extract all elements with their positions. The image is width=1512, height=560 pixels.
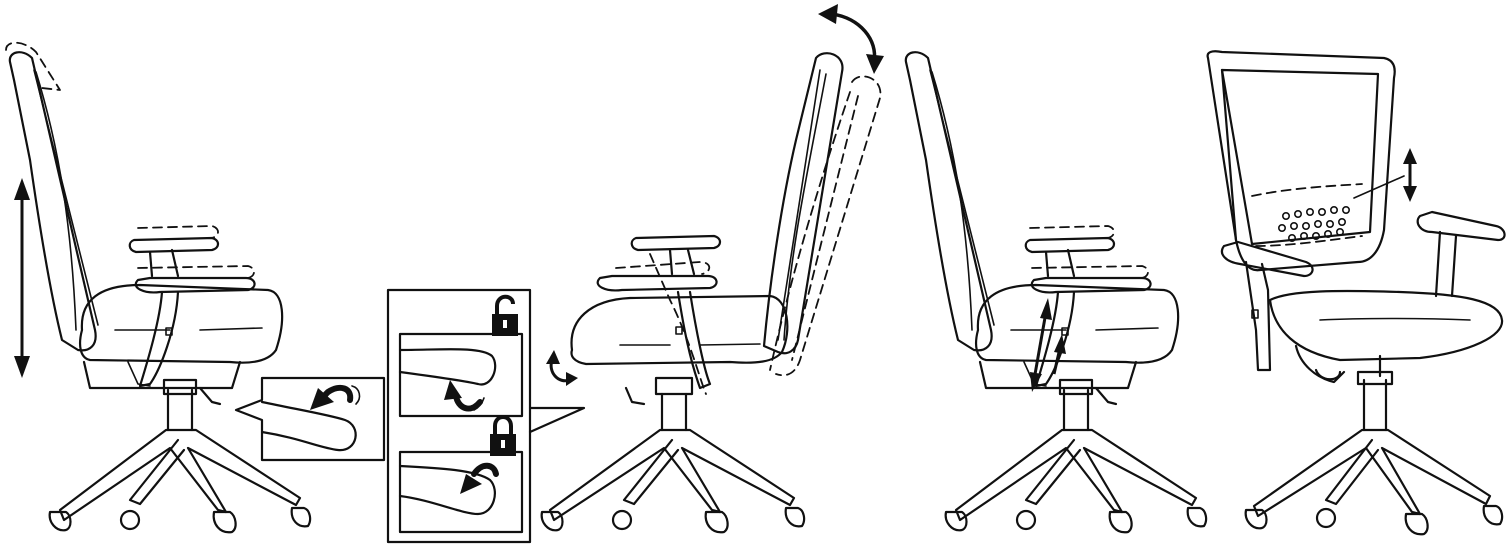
panel-lumbar-support (1206, 50, 1506, 536)
raised-armrest-outline (137, 225, 255, 279)
panel-tilt-lock-callout (386, 288, 586, 544)
vertical-double-arrow-icon (14, 178, 30, 378)
lumbar-pad-dots (1278, 206, 1351, 243)
lock-icon (490, 415, 516, 456)
unlock-icon (492, 294, 518, 336)
panel-backrest-tilt (540, 4, 884, 534)
tilted-armrest-outline (615, 253, 711, 395)
lumbar-vertical-arrow-icon (1403, 148, 1417, 202)
panel-height-adjustment (5, 41, 386, 534)
armrest-up-arrow-icon (1030, 298, 1066, 392)
lever-pull-arrow-icon (310, 384, 361, 410)
tilted-backrest-outline (769, 75, 882, 377)
lever-lock-arrow-icon (460, 462, 499, 494)
tilt-arrow-icon (818, 4, 884, 74)
armrest-raised-outline (1029, 225, 1149, 279)
panel-armrest-height (904, 51, 1208, 534)
lumbar-pad-outline (1251, 183, 1363, 247)
lever-rotate-arrow-icon (444, 380, 485, 412)
lever-callout (234, 376, 386, 462)
curved-double-arrow-icon (546, 350, 578, 386)
raised-headrest-outline (5, 41, 61, 91)
